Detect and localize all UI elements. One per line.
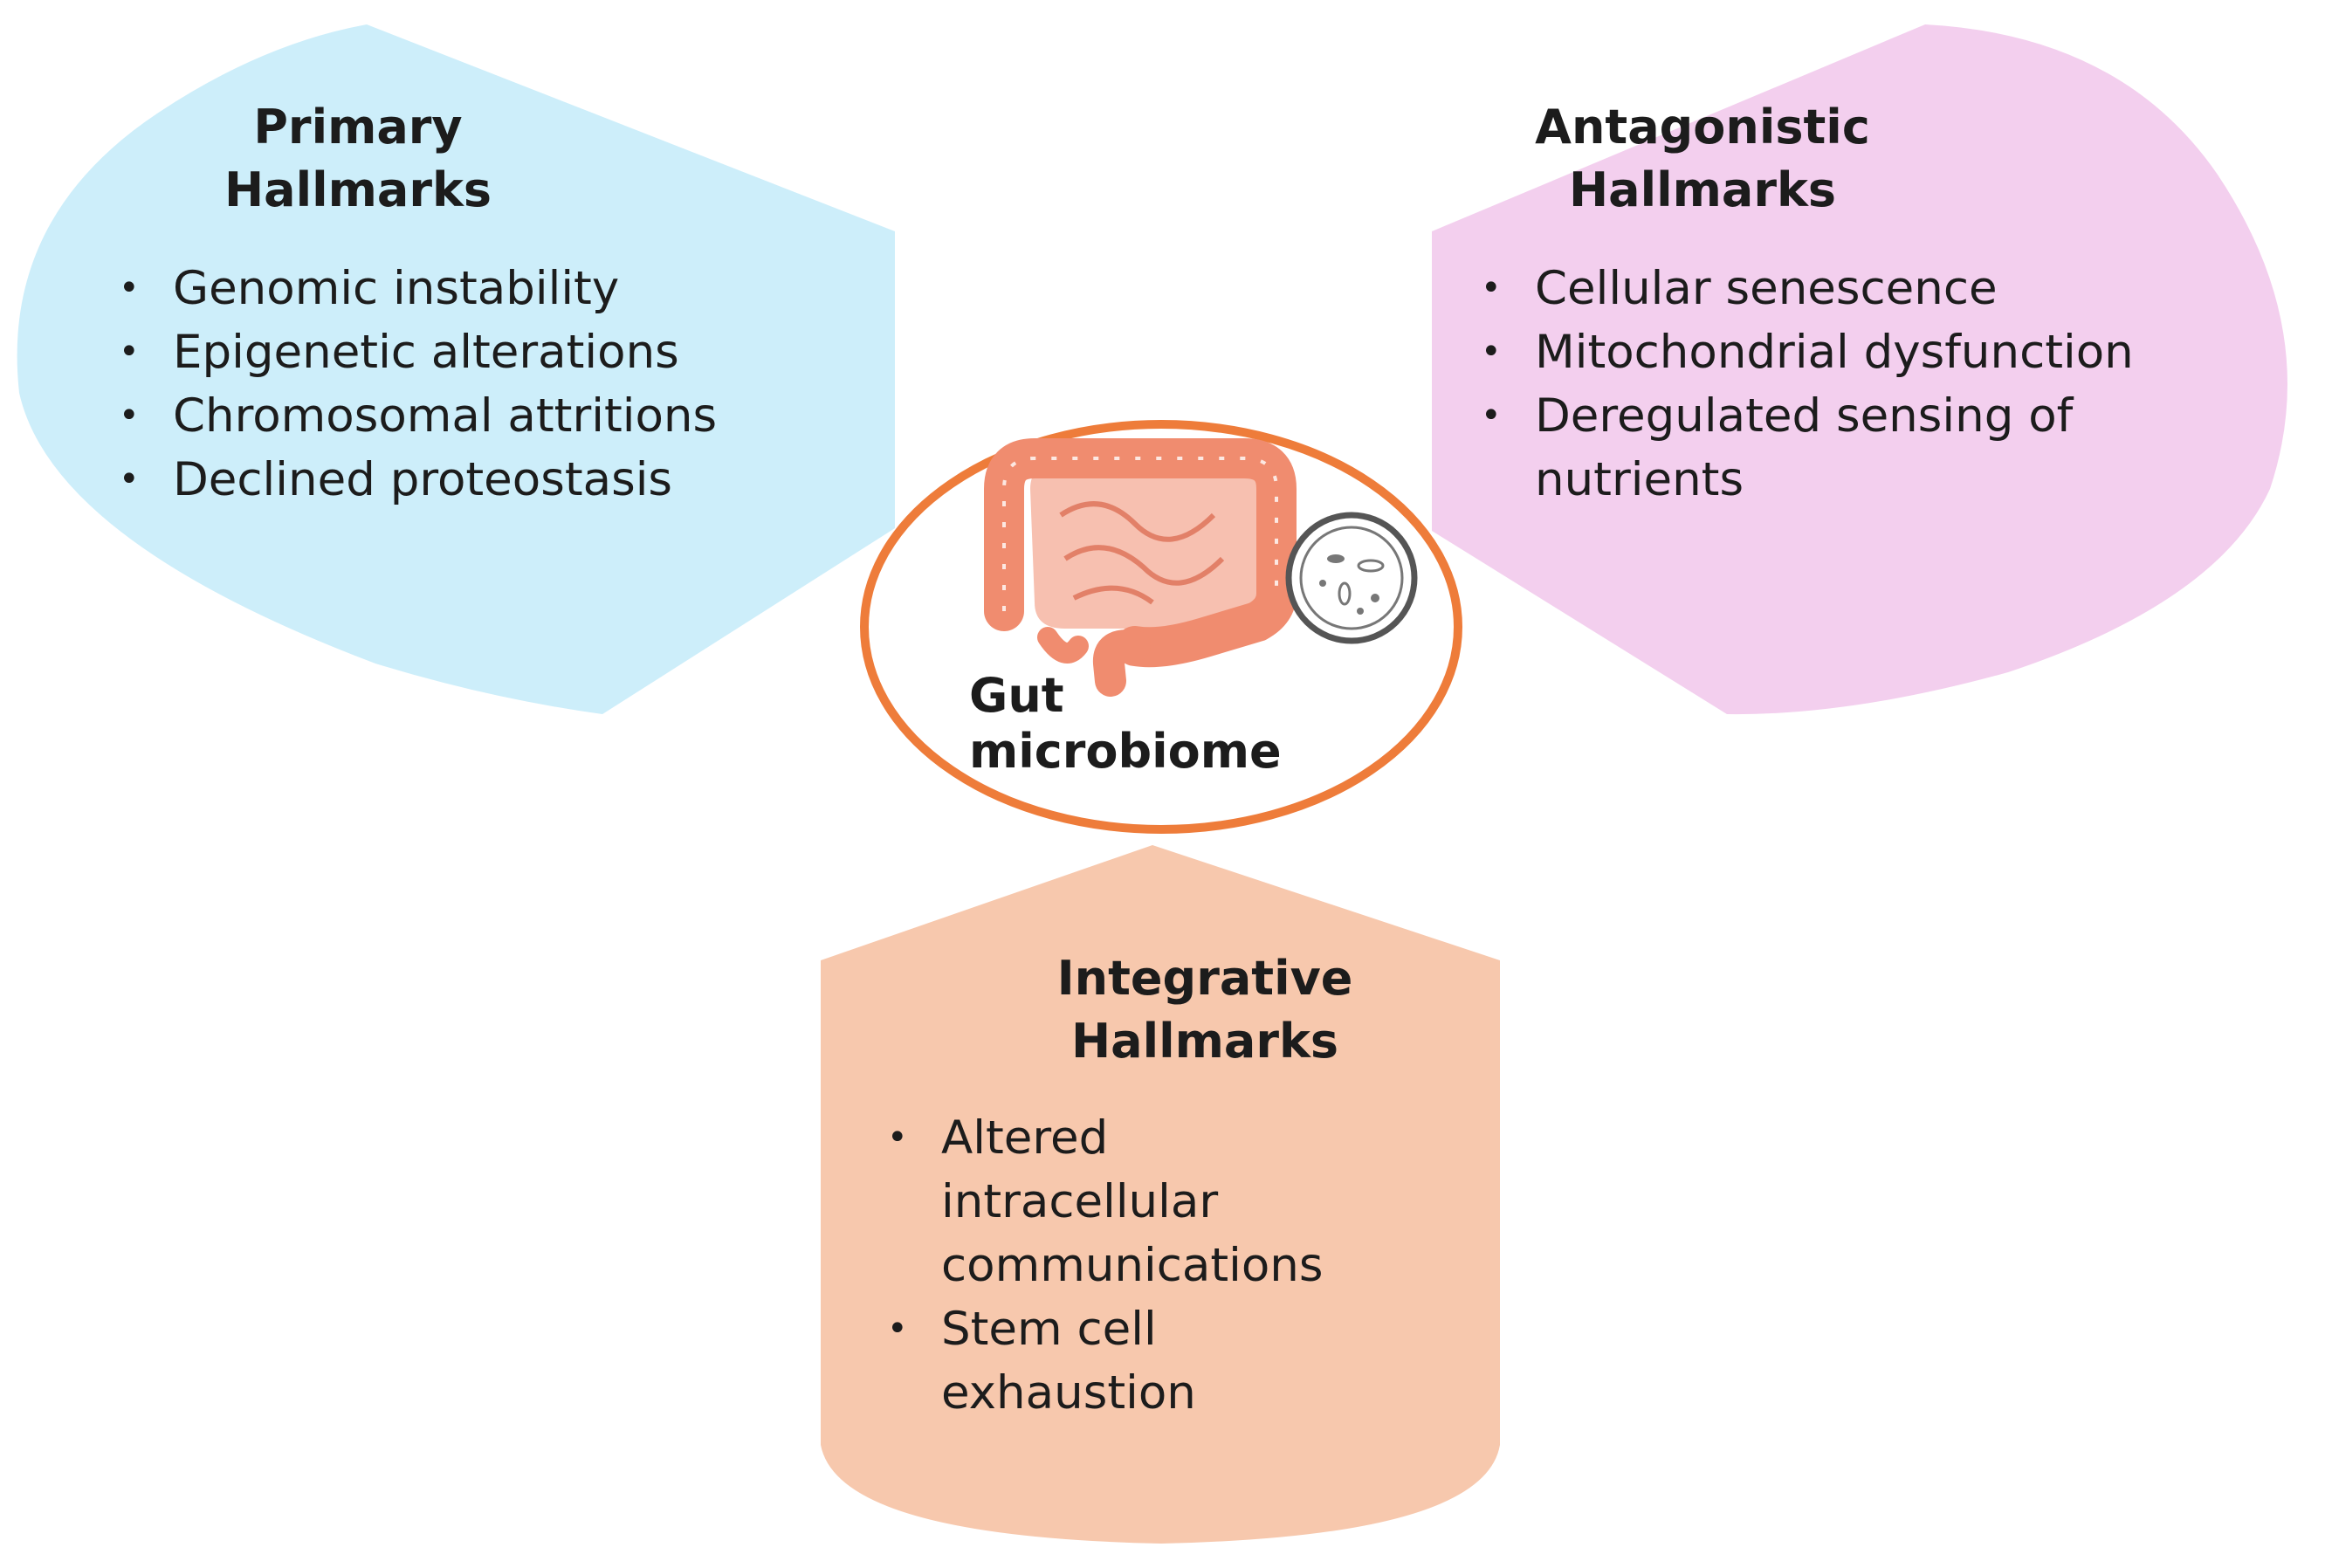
antagonistic-hallmarks-panel: Antagonistic Hallmarks •Cellular senesce…	[1475, 96, 2296, 512]
list-item: •Declined proteostasis	[119, 453, 673, 506]
list-item: •Deregulated sensing of nutrients	[1481, 389, 2074, 506]
list-item: •Chromosomal attritions	[119, 389, 718, 443]
antagonistic-hallmarks-list: •Cellular senescence •Mitochondrial dysf…	[1475, 257, 2296, 512]
list-item: •Altered intracellular communications	[887, 1111, 1324, 1292]
primary-hallmarks-panel: Primary Hallmarks •Genomic instability •…	[113, 96, 882, 512]
primary-hallmarks-list: •Genomic instability •Epigenetic alterat…	[113, 257, 882, 512]
integrative-hallmarks-title: Integrative Hallmarks	[1056, 951, 1353, 1069]
primary-hallmarks-title: Primary Hallmarks	[224, 100, 492, 217]
list-item: •Cellular senescence	[1481, 262, 1998, 315]
integrative-hallmarks-list: •Altered intracellular communications •S…	[882, 1106, 1510, 1425]
antagonistic-hallmarks-title: Antagonistic Hallmarks	[1535, 100, 1870, 217]
antagonistic-hallmarks-shape	[1432, 24, 2287, 715]
list-item: •Genomic instability	[119, 262, 620, 315]
list-item: •Epigenetic alterations	[119, 326, 679, 379]
list-item: •Mitochondrial dysfunction	[1481, 326, 2134, 379]
petri-dish-icon	[1285, 512, 1418, 644]
intestine-icon	[984, 438, 1297, 697]
integrative-hallmarks-panel: Integrative Hallmarks •Altered intracell…	[882, 947, 1510, 1425]
list-item: •Stem cell exhaustion	[887, 1303, 1196, 1420]
primary-hallmarks-shape	[17, 24, 896, 714]
center-label: Gut microbiome	[969, 668, 1282, 779]
integrative-hallmarks-shape	[821, 845, 1500, 1544]
